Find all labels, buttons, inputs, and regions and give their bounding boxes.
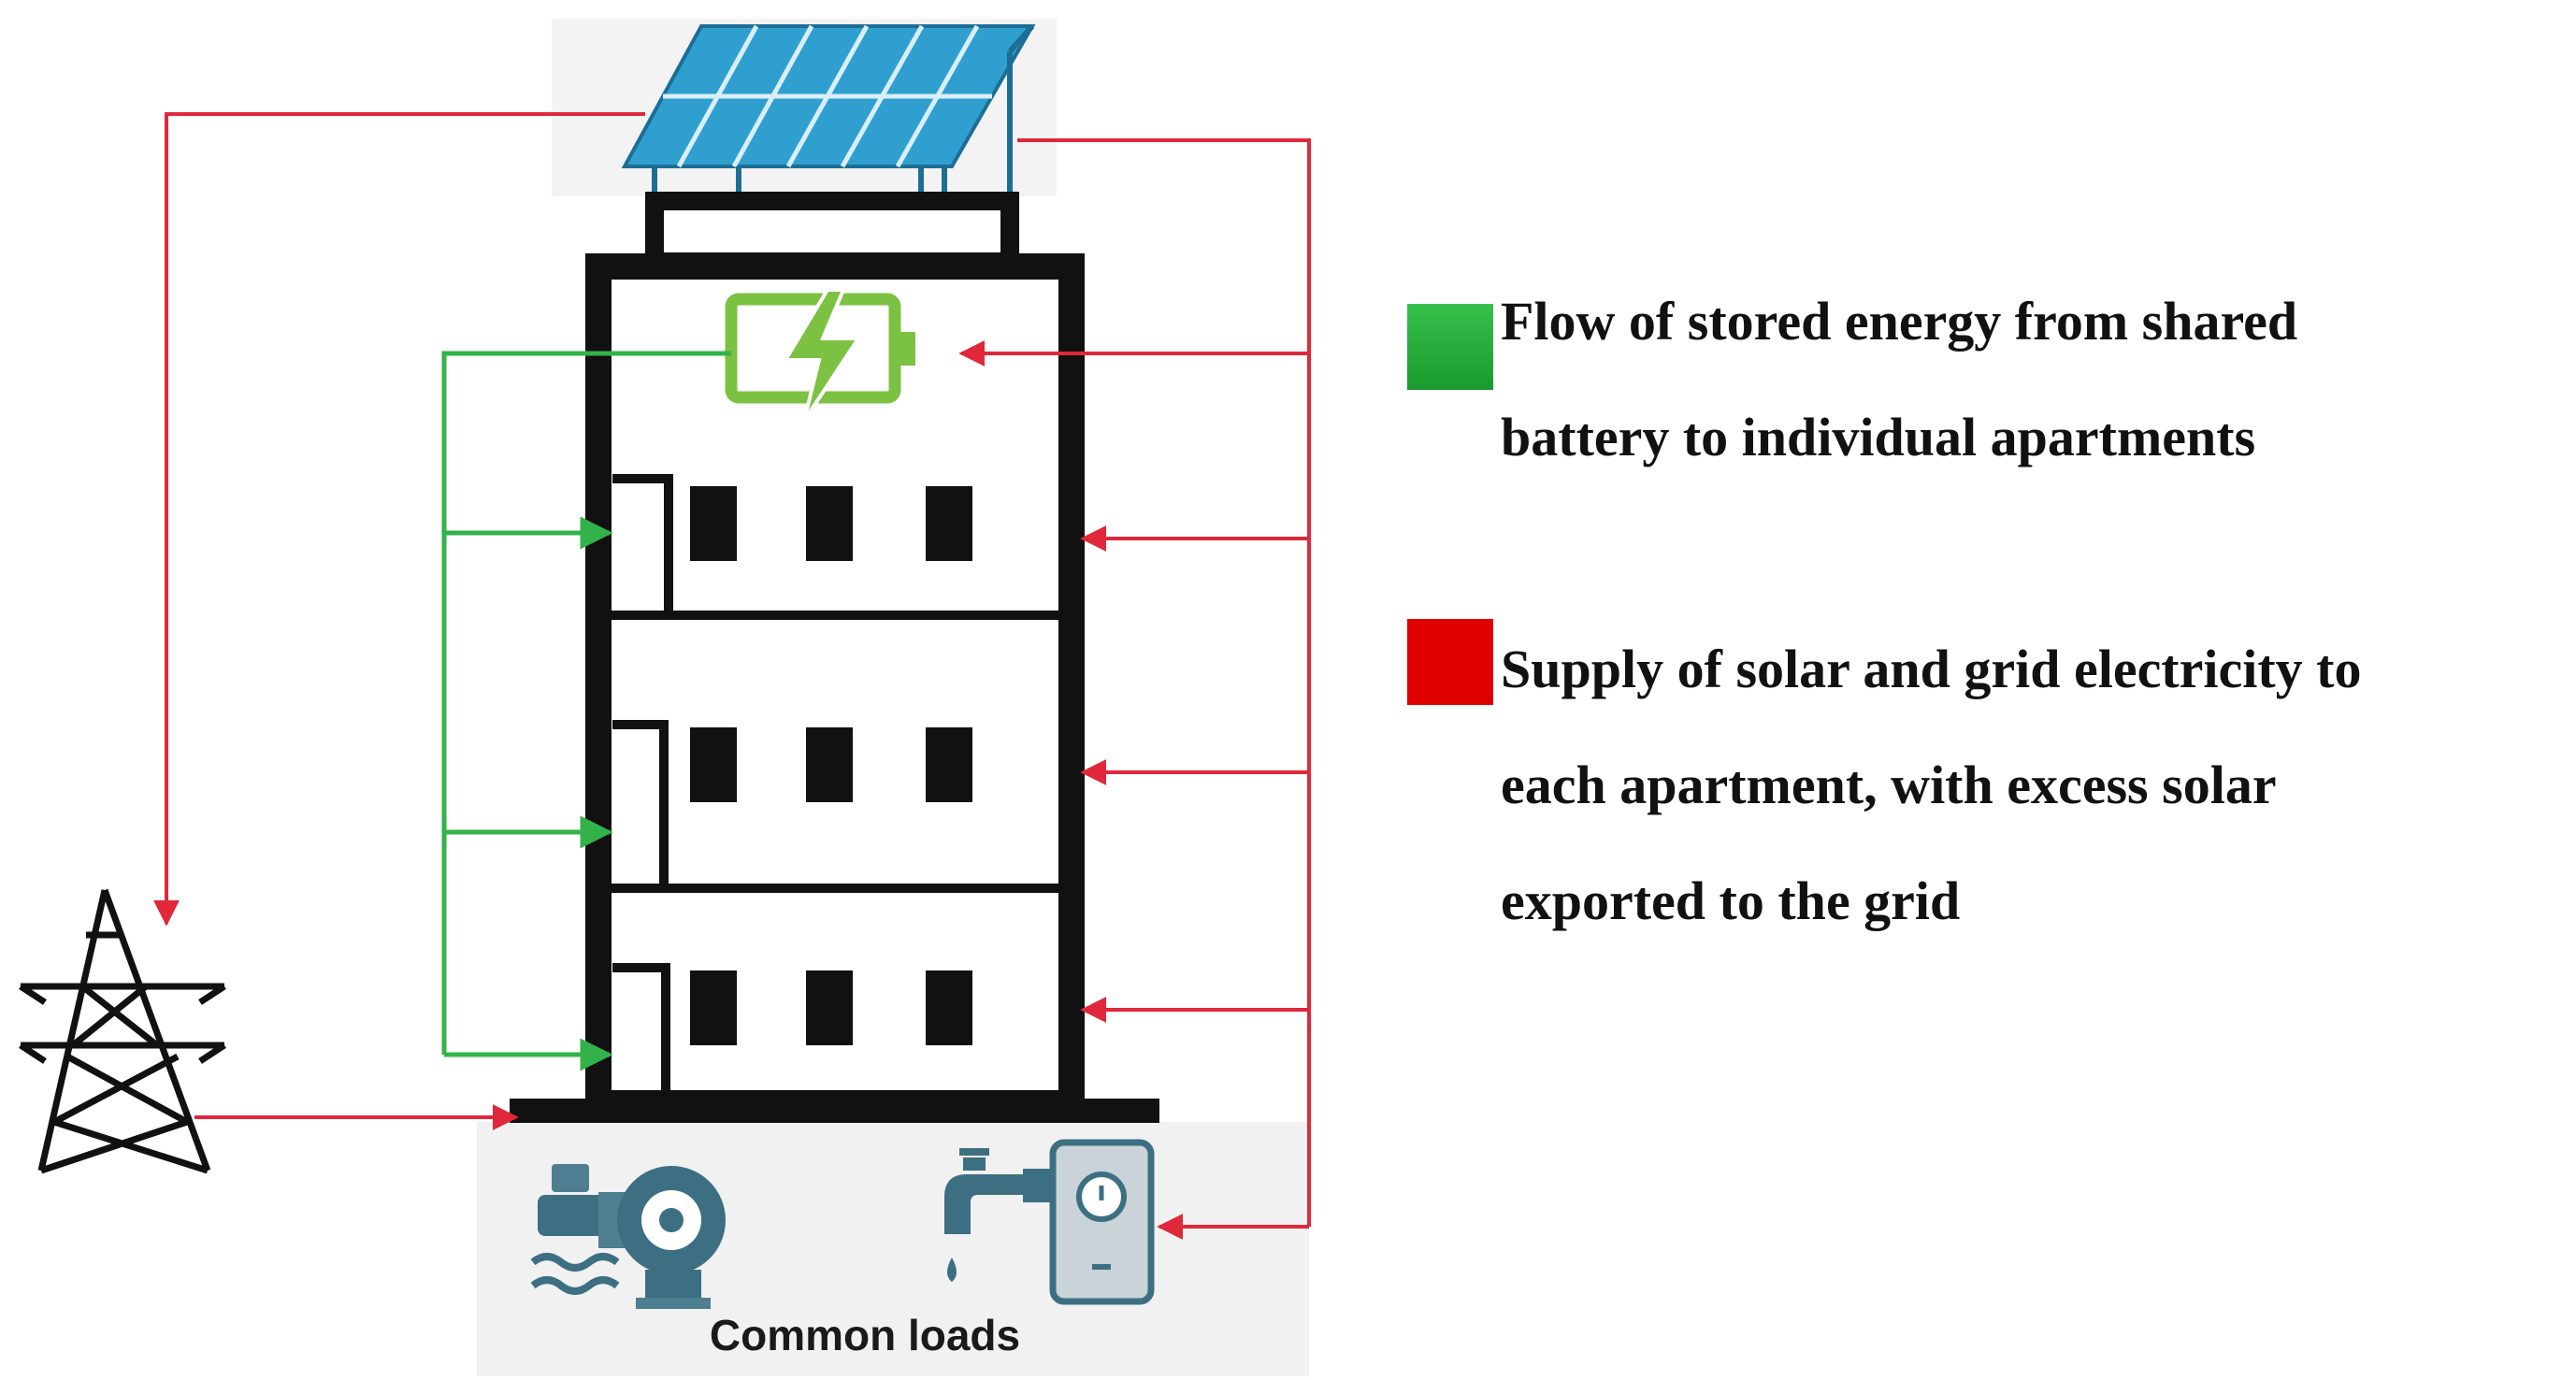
red-flows: [153, 112, 1311, 1240]
common-loads-label: Common loads: [710, 1311, 1020, 1359]
solar-supply-bus: [1017, 138, 1311, 1227]
legend-line: exported to the grid: [1501, 870, 1961, 931]
battery-bus: [441, 351, 731, 1055]
legend-text-green: Flow of stored energy from shared batter…: [1501, 264, 2567, 496]
legend-line: each apartment, with excess solar: [1501, 755, 2277, 815]
apartment-building: [510, 192, 1159, 1123]
legend-text-red: Supply of solar and grid electricity to …: [1501, 611, 2567, 959]
building-outline: [585, 253, 1085, 1116]
legend-line: battery to individual apartments: [1501, 407, 2256, 467]
transmission-tower-icon: [19, 888, 226, 1174]
windows: [690, 486, 972, 1045]
roof-structure: [645, 192, 1019, 271]
solar-to-grid-line: [153, 112, 645, 927]
legend-line: Supply of solar and grid electricity to: [1501, 639, 2362, 699]
water-pump-icon: [530, 1164, 726, 1309]
door: [612, 963, 670, 1101]
legend-swatch-red: [1407, 619, 1493, 705]
legend-swatch-green: [1407, 304, 1493, 390]
loads-backdrop: [477, 1122, 1309, 1376]
water-heater-icon: [944, 1139, 1155, 1305]
solar-panel-icon: [621, 24, 1036, 198]
green-flows: [441, 351, 731, 1071]
door: [612, 474, 673, 612]
legend-line: Flow of stored energy from shared: [1501, 291, 2298, 352]
battery-charging-icon: [725, 288, 915, 423]
door: [612, 720, 669, 885]
